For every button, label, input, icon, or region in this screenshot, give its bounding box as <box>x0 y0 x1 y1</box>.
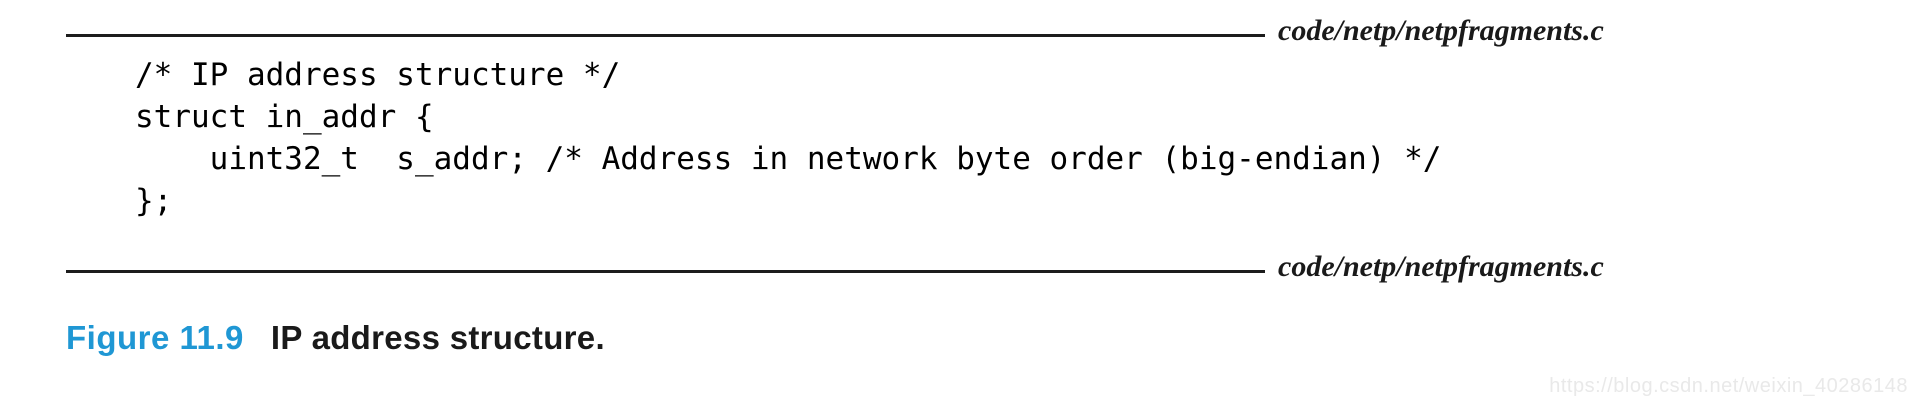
figure-caption-number: Figure 11.9 <box>66 319 244 356</box>
code-listing-bottom-rule <box>66 270 1265 273</box>
code-line-struct-open: struct in_addr { <box>135 99 434 135</box>
code-listing-top-rule <box>66 34 1265 37</box>
source-file-label-top: code/netp/netpfragments.c <box>1278 14 1604 47</box>
code-line-comment: /* IP address structure */ <box>135 57 621 93</box>
csdn-watermark: https://blog.csdn.net/weixin_40286148 <box>1549 375 1908 397</box>
figure-caption-text: IP address structure. <box>270 319 605 356</box>
code-line-struct-close: }; <box>135 183 173 219</box>
source-file-label-bottom: code/netp/netpfragments.c <box>1278 250 1604 283</box>
code-listing: /* IP address structure */ struct in_add… <box>135 54 1441 222</box>
figure-caption: Figure 11.9 IP address structure. <box>66 318 605 358</box>
code-line-member: uint32_t s_addr; /* Address in network b… <box>135 141 1442 177</box>
